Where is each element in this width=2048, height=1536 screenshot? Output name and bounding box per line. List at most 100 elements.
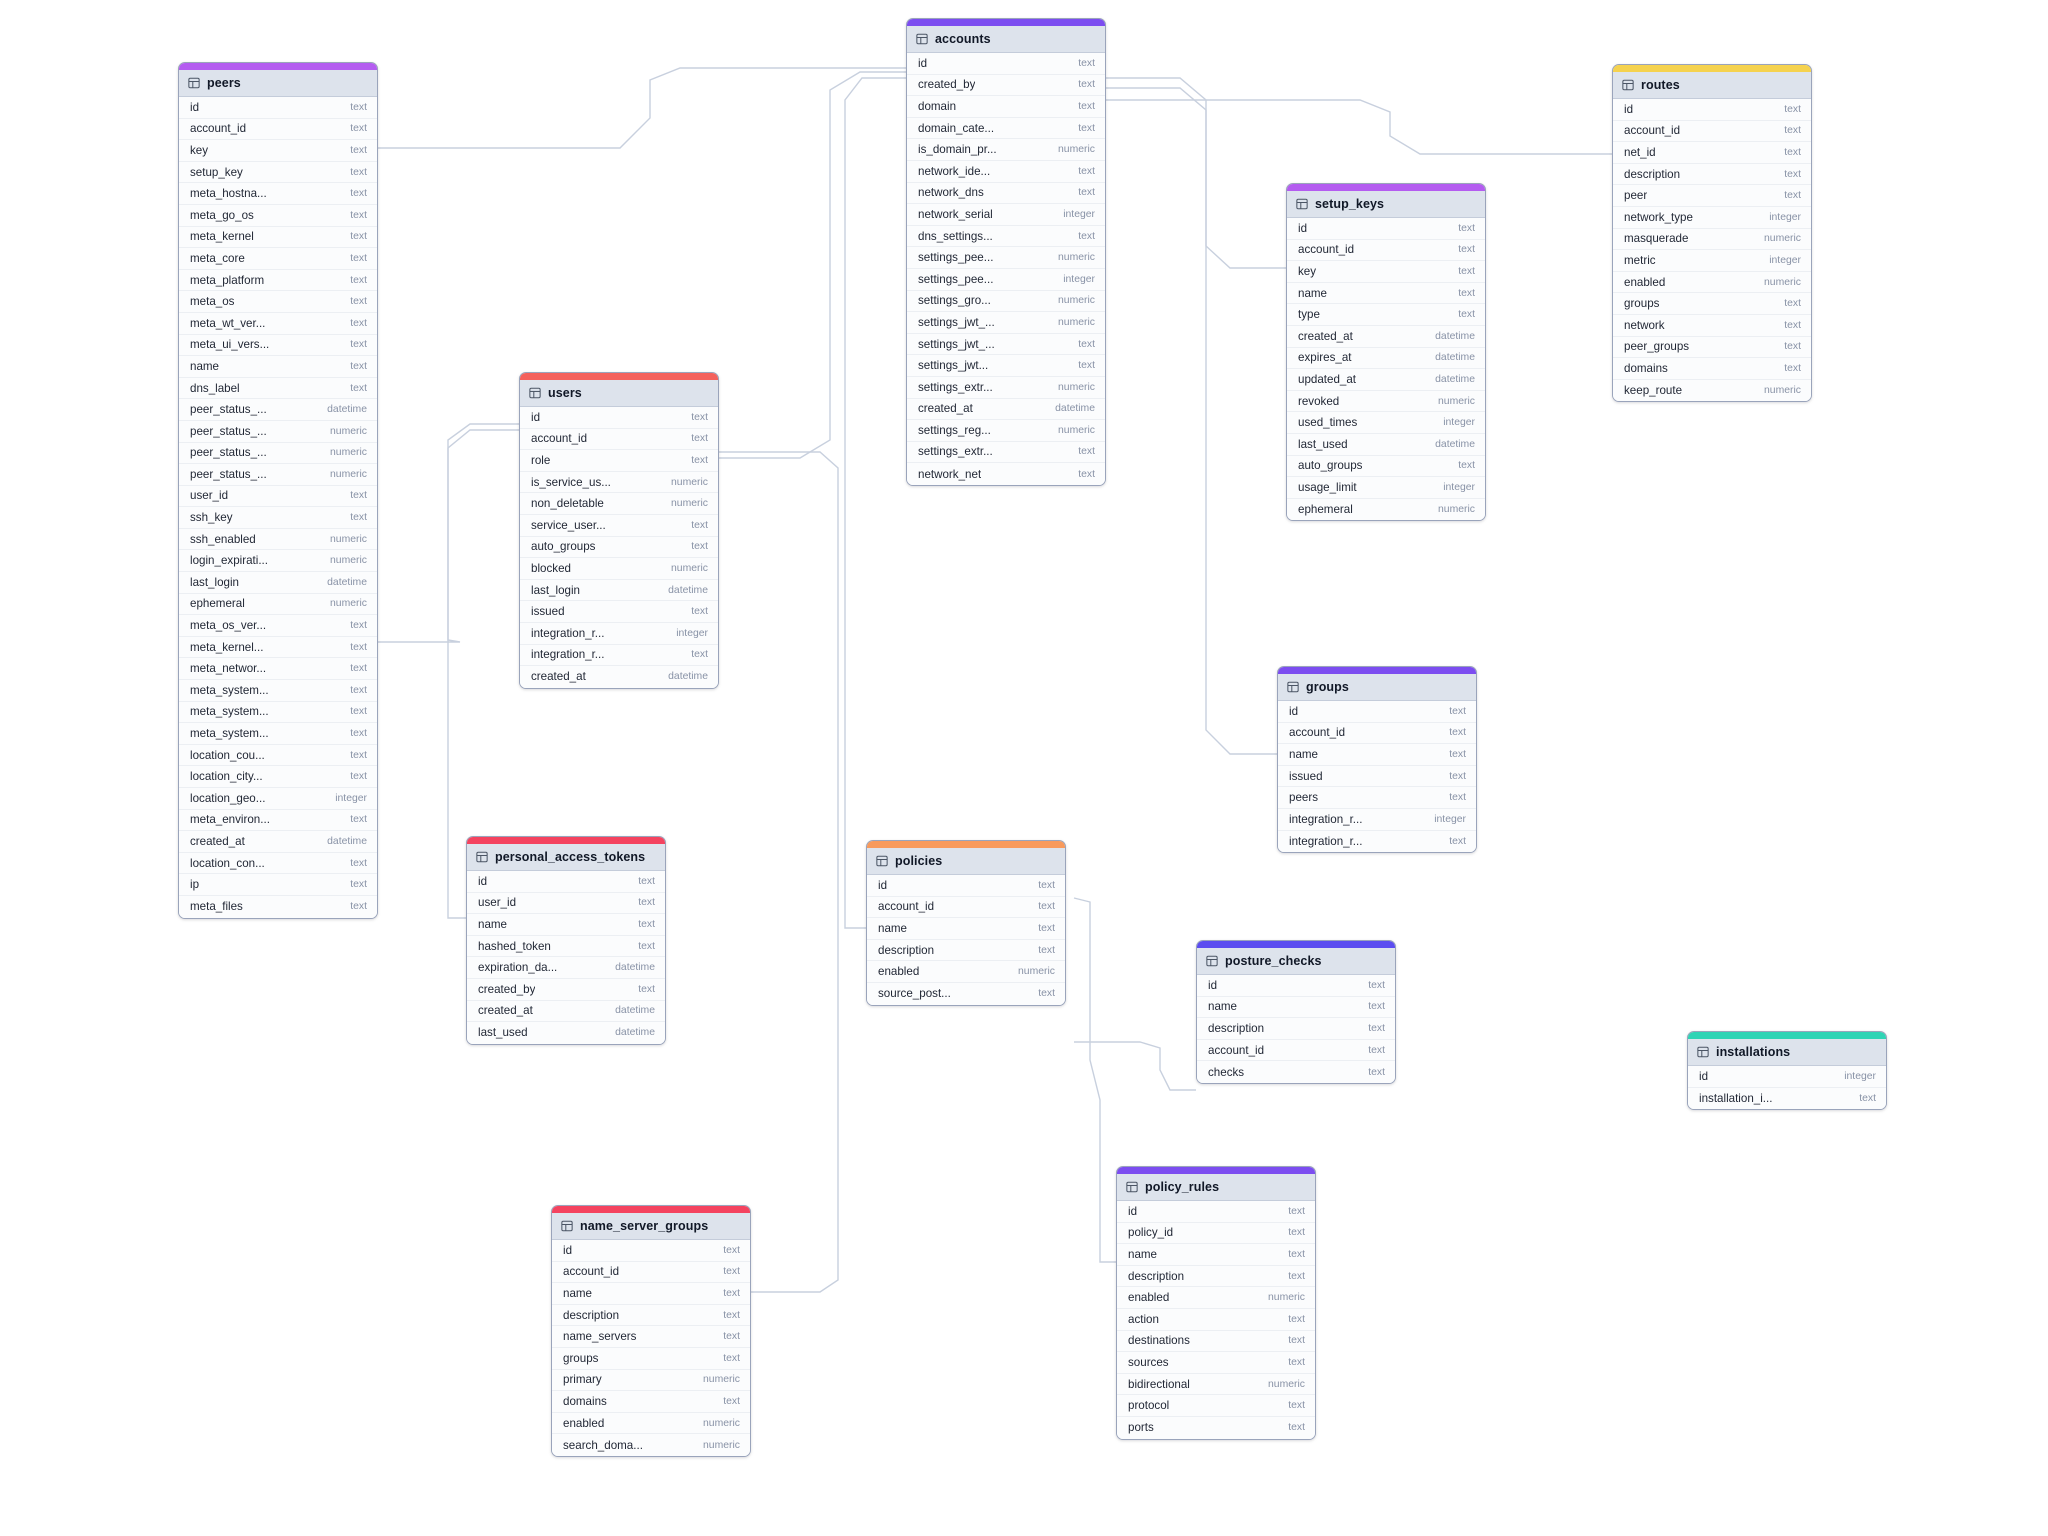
column-row[interactable]: settings_reg...numeric xyxy=(907,420,1105,442)
column-row[interactable]: integration_r...integer xyxy=(1278,808,1476,831)
column-row[interactable]: meta_system...text xyxy=(179,723,377,745)
column-row[interactable]: meta_system...text xyxy=(179,701,377,724)
table-header[interactable]: accounts xyxy=(907,26,1105,53)
column-row[interactable]: location_cou...text xyxy=(179,744,377,767)
column-row[interactable]: location_city...text xyxy=(179,766,377,788)
column-row[interactable]: integration_r...integer xyxy=(520,622,718,645)
table-header[interactable]: peers xyxy=(179,70,377,97)
table-header[interactable]: groups xyxy=(1278,674,1476,701)
column-row[interactable]: settings_jwt_...numeric xyxy=(907,312,1105,334)
column-row[interactable]: is_domain_pr...numeric xyxy=(907,139,1105,161)
column-row[interactable]: settings_pee...integer xyxy=(907,268,1105,291)
column-row[interactable]: settings_jwt...text xyxy=(907,355,1105,377)
column-row[interactable]: location_con...text xyxy=(179,852,377,875)
column-row[interactable]: source_post...text xyxy=(867,982,1065,1005)
column-row[interactable]: meta_wt_ver...text xyxy=(179,312,377,335)
column-row[interactable]: installation_i...text xyxy=(1688,1087,1886,1110)
table-header[interactable]: setup_keys xyxy=(1287,191,1485,218)
column-row[interactable]: settings_pee...numeric xyxy=(907,247,1105,269)
table-header[interactable]: users xyxy=(520,380,718,407)
column-row[interactable]: service_user...text xyxy=(520,514,718,537)
column-row[interactable]: settings_gro...numeric xyxy=(907,290,1105,313)
column-row[interactable]: search_doma...numeric xyxy=(552,1434,750,1456)
column-row[interactable]: domain_cate...text xyxy=(907,117,1105,140)
column-row[interactable]: peer_status_...numeric xyxy=(179,464,377,486)
table-header[interactable]: installations xyxy=(1688,1039,1886,1066)
